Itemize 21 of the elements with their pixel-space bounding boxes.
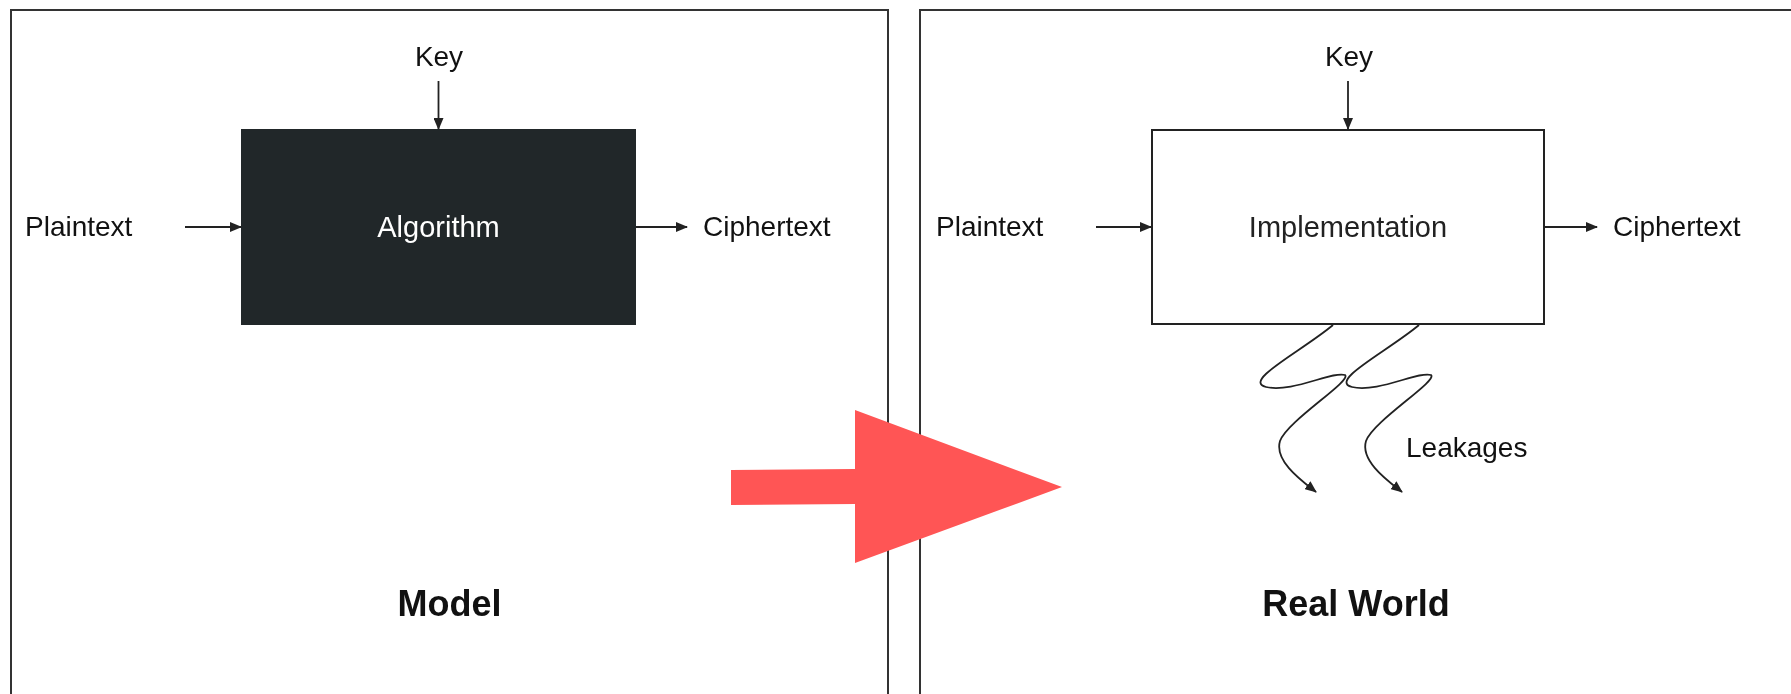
io-label: Ciphertext xyxy=(1597,207,1791,247)
arrow xyxy=(1343,80,1353,130)
process-box: Implementation xyxy=(1151,129,1545,325)
arrow xyxy=(1095,222,1152,232)
panel xyxy=(919,9,1791,694)
panel xyxy=(10,9,889,694)
io-label: Key xyxy=(1319,33,1379,81)
arrow xyxy=(184,222,242,232)
arrow xyxy=(433,80,444,130)
process-box: Algorithm xyxy=(241,129,636,325)
edge-label: Leakages xyxy=(1406,431,1528,465)
arrow xyxy=(1544,222,1598,232)
leakage-arrow xyxy=(1259,324,1347,493)
panel-title: Model xyxy=(396,583,503,625)
leakage-arrow xyxy=(1345,324,1433,493)
io-label: Ciphertext xyxy=(687,207,883,247)
io-label: Plaintext xyxy=(936,207,1096,247)
io-label: Plaintext xyxy=(25,207,185,247)
io-label: Key xyxy=(409,33,469,81)
panel-title: Real World xyxy=(1261,583,1451,625)
arrow xyxy=(635,222,688,232)
